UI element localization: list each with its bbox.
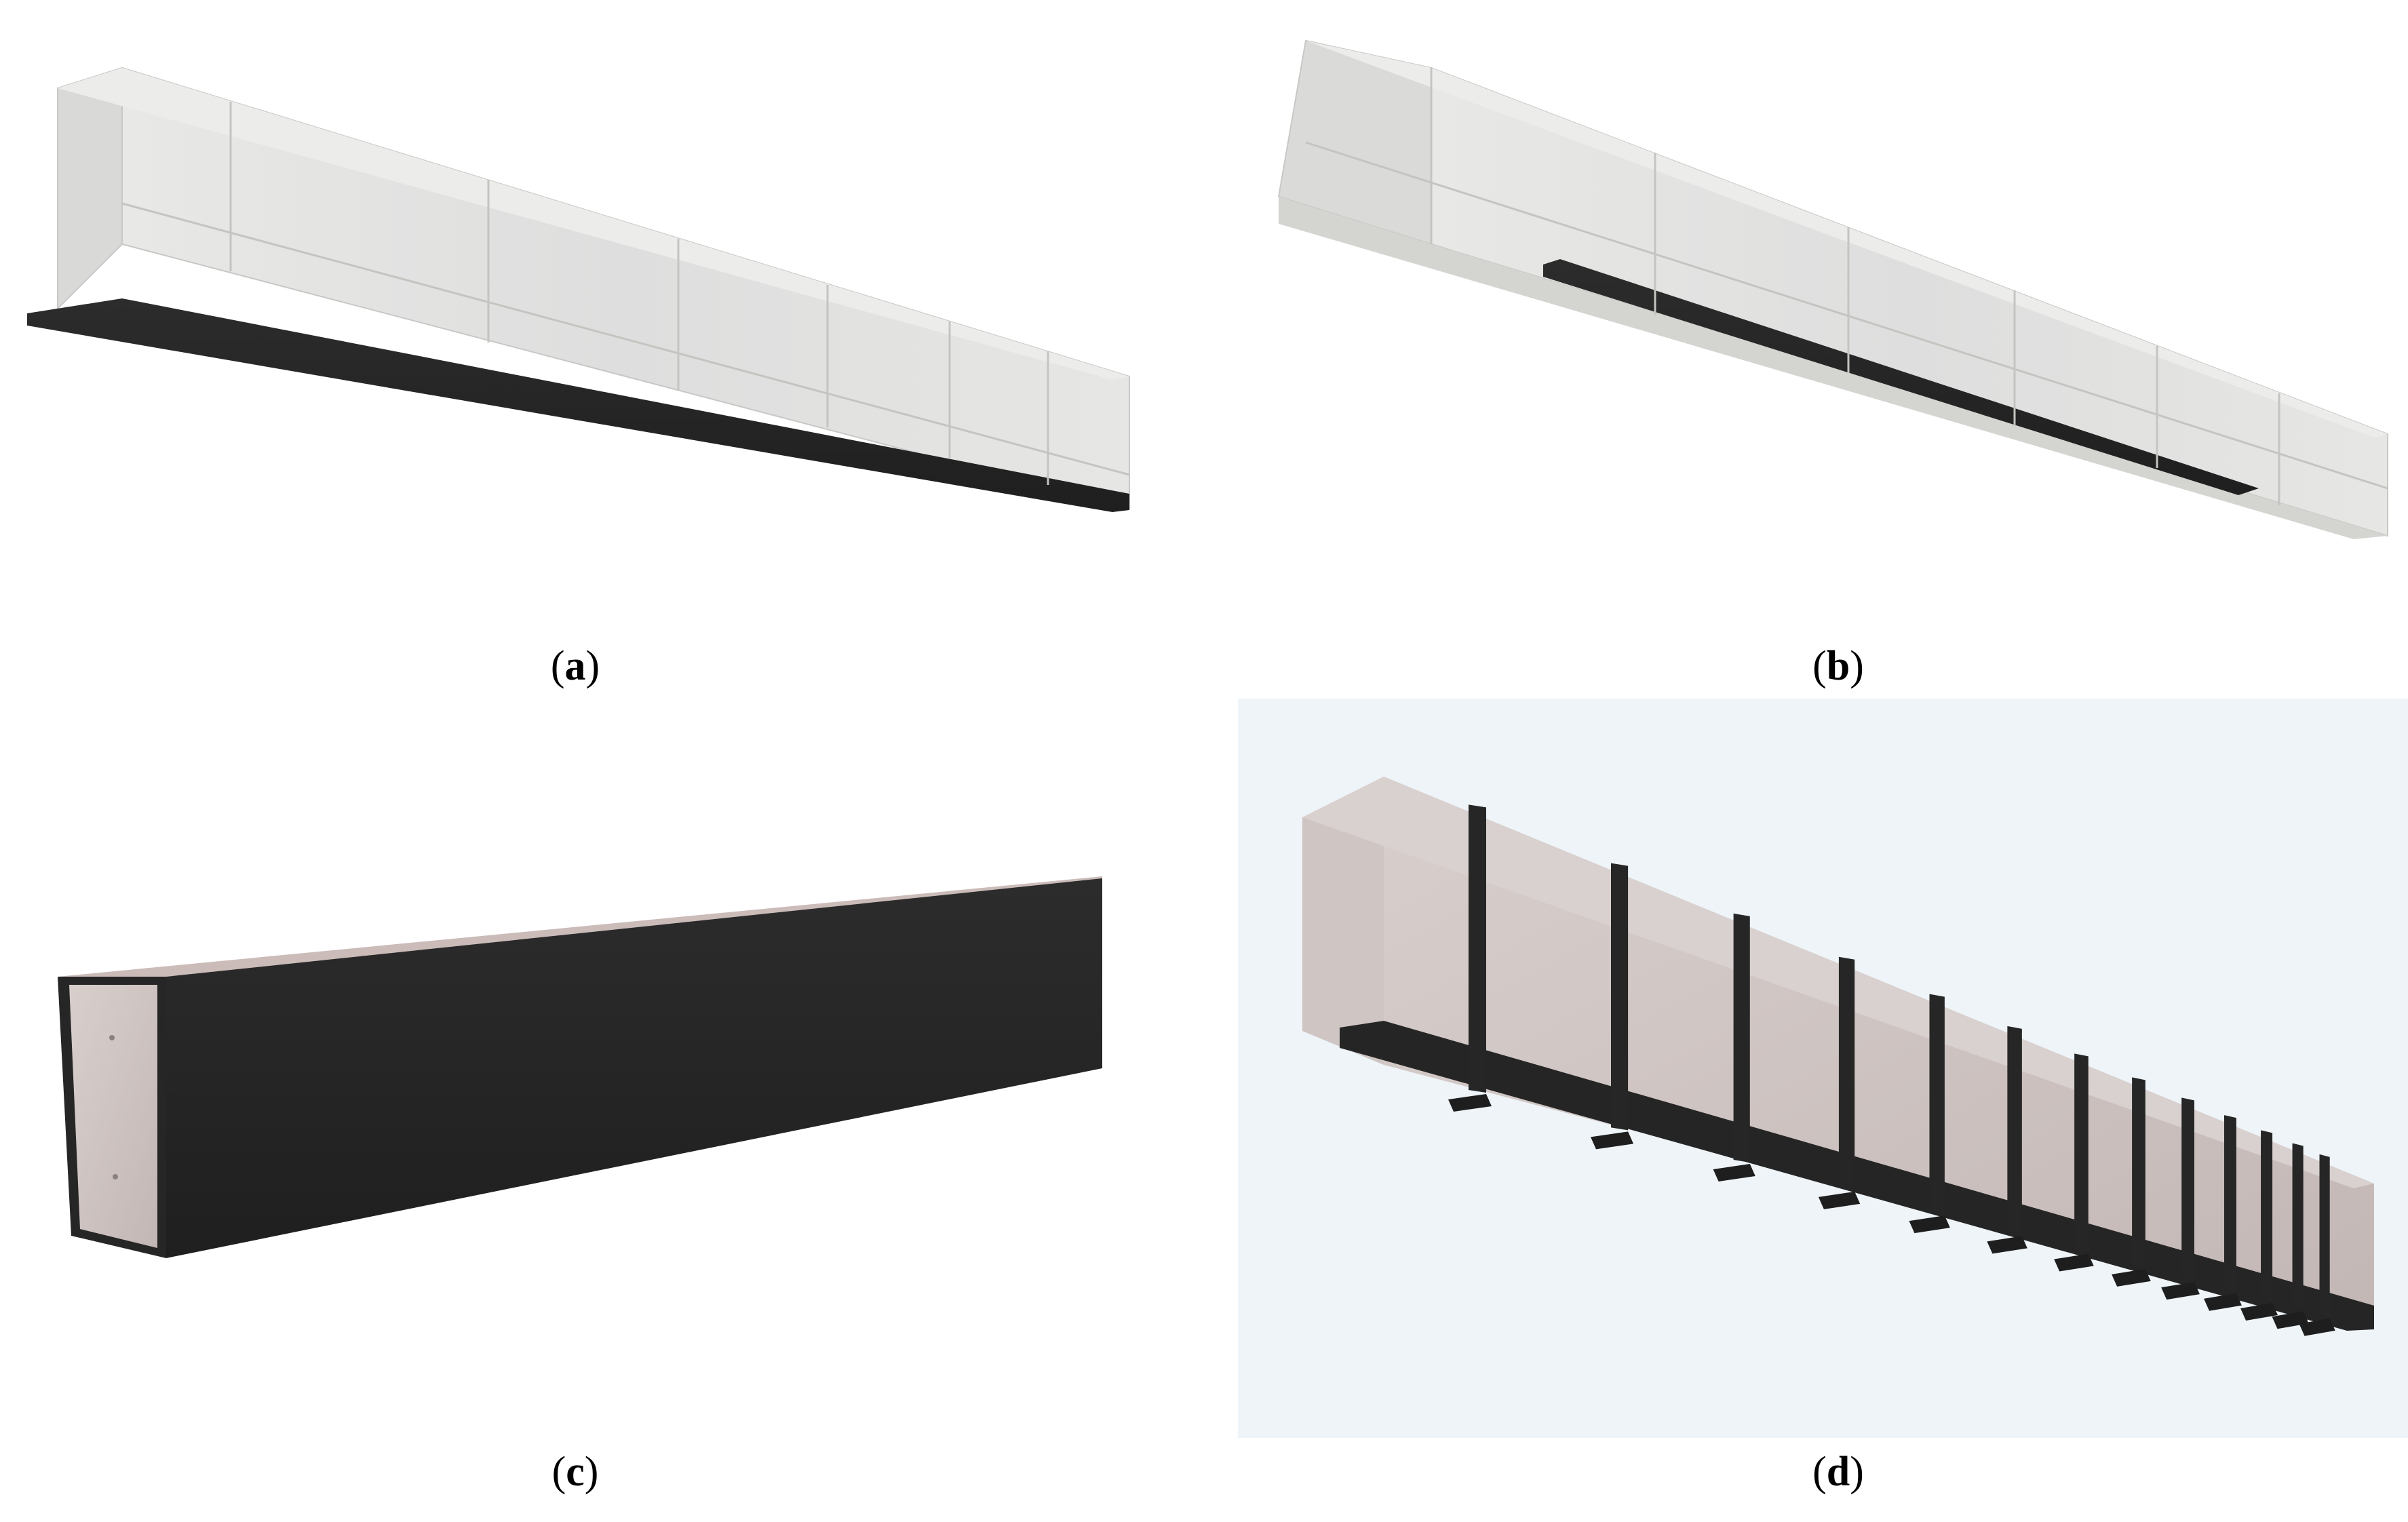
- beam-c-top-face: [58, 876, 1102, 987]
- bottom-bracket: [1448, 1093, 1492, 1112]
- bottom-bracket: [2112, 1268, 2151, 1287]
- u-wrap-strip: [2224, 1115, 2236, 1292]
- beam-c-end-face: [69, 985, 157, 1248]
- u-wrap-strip: [2007, 1026, 2022, 1235]
- bottom-bracket: [2299, 1318, 2335, 1336]
- u-wrap-strip: [2261, 1130, 2273, 1302]
- bottom-bracket: [1987, 1236, 2027, 1254]
- u-wrap-strip: [1733, 913, 1750, 1163]
- u-wrap-strip: [1929, 994, 1945, 1215]
- bottom-bracket: [1713, 1163, 1755, 1182]
- panel-b-label: (b): [1812, 643, 1864, 689]
- beam-d-bottom-rail: [1340, 1021, 2374, 1331]
- u-wrap-strip: [1469, 804, 1486, 1093]
- beam-a-bottom-plate: [27, 298, 1129, 512]
- panel-c-label: (c): [552, 1449, 599, 1495]
- beam-a-joints: [121, 102, 1130, 485]
- u-wrap-strip: [2132, 1077, 2145, 1268]
- panel-a-label: (a): [551, 643, 600, 689]
- bottom-bracket: [2240, 1302, 2278, 1321]
- bottom-bracket: [1591, 1131, 1634, 1150]
- beam-c-end-dots: [109, 1035, 118, 1179]
- u-wrap-strip: [1611, 863, 1629, 1131]
- panel-a: [27, 66, 1130, 512]
- bottom-bracket: [2054, 1253, 2094, 1272]
- panel-c: [58, 876, 1102, 1258]
- panel-d-label: (d): [1812, 1449, 1864, 1495]
- bottom-bracket: [1909, 1215, 1950, 1234]
- bottom-bracket: [2204, 1293, 2242, 1311]
- bottom-bracket: [2161, 1282, 2200, 1300]
- u-wrap-strip: [2074, 1053, 2089, 1253]
- beam-c-jacket-side: [166, 878, 1102, 1258]
- beam-d-top-face: [1302, 777, 2374, 1188]
- beam-b-joints: [1305, 68, 2388, 505]
- beam-d-brackets: [1448, 1093, 2335, 1336]
- beam-a-end-face: [57, 66, 123, 311]
- panel-d: [1238, 699, 2408, 1438]
- bottom-bracket: [1818, 1191, 1861, 1209]
- beam-b-top-face: [1306, 41, 2388, 437]
- beam-d-u-wraps: [1469, 804, 2330, 1317]
- beam-b-embedded-strip: [1543, 259, 2259, 495]
- beam-d-end-face: [1302, 777, 1384, 1065]
- u-wrap-strip: [2292, 1143, 2304, 1310]
- u-wrap-strip: [2319, 1154, 2330, 1317]
- u-wrap-strip: [2181, 1097, 2194, 1281]
- u-wrap-strip: [1838, 956, 1855, 1190]
- beam-a-top-face: [58, 68, 1129, 380]
- panel-b: [1277, 39, 2388, 539]
